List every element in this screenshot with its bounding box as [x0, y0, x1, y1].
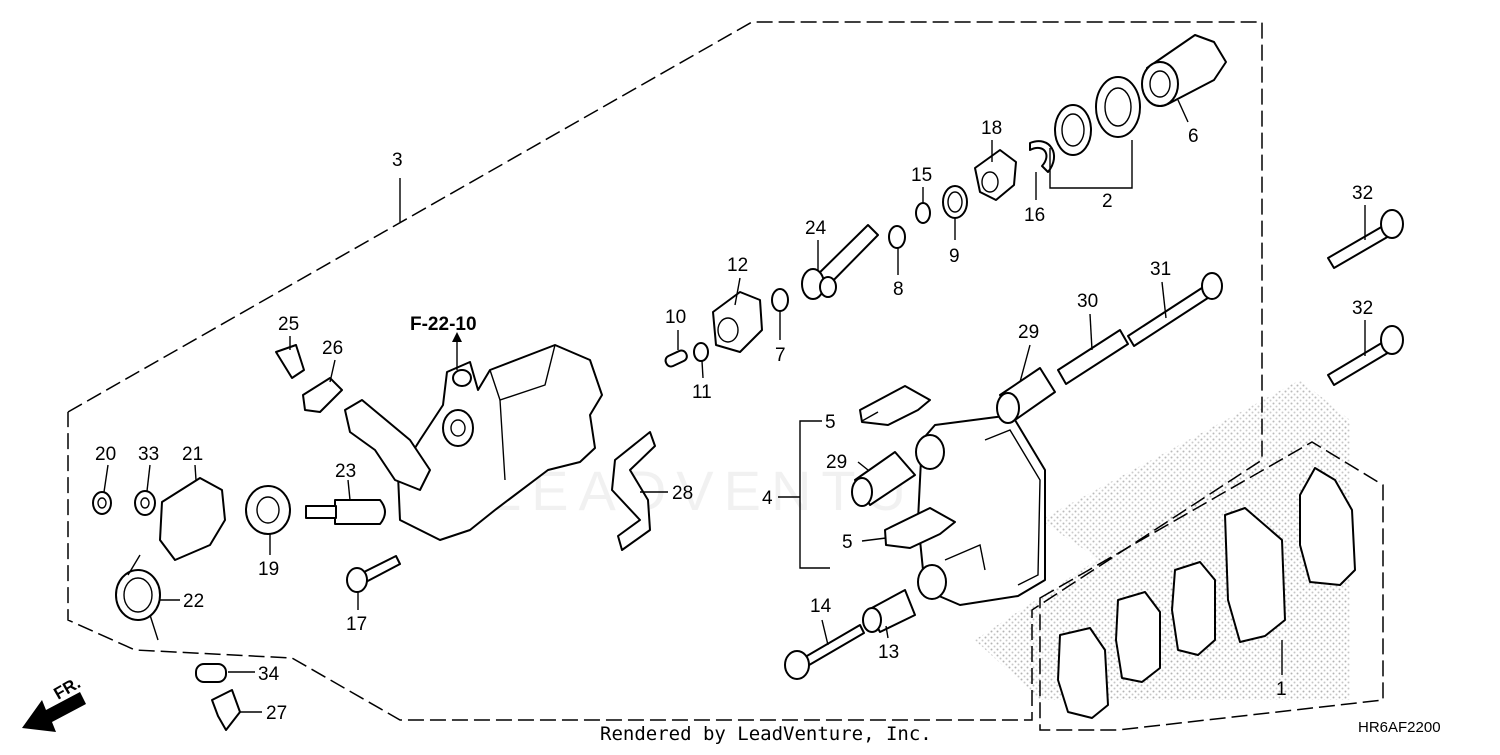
part-adjuster-bolt	[801, 224, 879, 300]
callout-20: 20	[95, 444, 116, 465]
part-cap-34	[195, 663, 227, 683]
reference-arrowhead	[452, 332, 462, 342]
front-direction-arrow	[22, 692, 86, 732]
part-piston	[1141, 34, 1227, 107]
part-caliper-bracket	[915, 414, 1046, 606]
part-spring-cup	[974, 149, 1017, 201]
callout-3: 3	[392, 150, 403, 171]
callout-2: 2	[1102, 191, 1113, 212]
callout-31: 31	[1150, 259, 1171, 280]
callout-24: 24	[805, 218, 827, 239]
callout-10: 10	[665, 307, 686, 328]
part-bolt-32a	[1327, 209, 1404, 269]
callout-34: 34	[258, 664, 280, 685]
part-washer-11	[693, 342, 709, 362]
callout-29-upper: 29	[1018, 322, 1039, 343]
part-cap-27	[211, 689, 241, 731]
part-pad-spring-28	[611, 431, 656, 551]
part-cam-body	[712, 291, 763, 353]
callout-28: 28	[672, 483, 693, 504]
callout-25: 25	[278, 314, 299, 335]
part-slide-pin-30	[1057, 329, 1129, 385]
callout-14: 14	[810, 596, 832, 617]
part-bolt-32b	[1327, 325, 1404, 386]
part-retainer-5a	[859, 385, 931, 426]
diagram-code: HR6AF2200	[1358, 719, 1441, 736]
part-cable-bracket	[302, 377, 343, 413]
callout-8: 8	[893, 279, 904, 300]
reference-f-22-10: F-22-10	[410, 314, 477, 335]
callout-21: 21	[182, 444, 203, 465]
part-collar-20	[92, 491, 112, 515]
shading-bracket	[1040, 380, 1350, 560]
callout-12: 12	[727, 255, 748, 276]
callout-15: 15	[911, 165, 932, 186]
callout-30: 30	[1077, 291, 1098, 312]
callout-19: 19	[258, 559, 279, 580]
part-washer-15	[915, 202, 931, 224]
callout-11: 11	[692, 382, 712, 403]
part-spring	[942, 185, 968, 219]
part-circlip	[1029, 140, 1055, 173]
part-cover-21	[159, 477, 226, 561]
footer-credit: Rendered by LeadVenture, Inc.	[600, 723, 932, 745]
callout-16: 16	[1024, 205, 1045, 226]
leader-lines	[103, 99, 1366, 713]
callout-33: 33	[138, 444, 159, 465]
part-seals	[1054, 76, 1141, 156]
pad-set-outline-1	[1039, 441, 1384, 731]
callout-13: 13	[878, 642, 899, 663]
callout-26: 26	[322, 338, 343, 359]
part-caliper-body	[397, 344, 603, 541]
part-return-spring	[115, 554, 161, 641]
part-washer-7	[771, 288, 789, 312]
callout-5-upper: 5	[825, 412, 836, 433]
callout-6: 6	[1188, 126, 1199, 147]
callout-5-lower: 5	[842, 532, 853, 553]
part-lever-arm	[344, 399, 431, 491]
callout-1: 1	[1276, 679, 1287, 700]
assembly-outline-3	[67, 21, 1263, 721]
callout-23: 23	[335, 461, 356, 482]
callout-7: 7	[775, 345, 786, 366]
callout-22: 22	[183, 591, 204, 612]
part-boot-13	[862, 589, 916, 633]
part-boot-29a	[851, 451, 916, 507]
part-shaft-23	[305, 499, 386, 525]
part-ring-8	[888, 225, 906, 249]
part-retainer-5b	[884, 507, 956, 549]
callout-17: 17	[346, 614, 367, 635]
callout-4: 4	[762, 488, 773, 509]
callout-9: 9	[949, 246, 960, 267]
callout-27: 27	[266, 703, 287, 724]
callout-18: 18	[981, 118, 1002, 139]
callout-32-upper: 32	[1352, 183, 1373, 204]
callout-labels: 3 6 2 18 16 15 9 8 24 12 7 10 11 F-22-10…	[95, 118, 1373, 724]
part-bolt-14	[784, 624, 865, 680]
part-pin-10	[664, 349, 688, 368]
callout-29-lower: 29	[826, 452, 847, 473]
part-brake-pads	[1057, 467, 1356, 719]
callout-32-lower: 32	[1352, 298, 1373, 319]
part-seal-19	[245, 485, 291, 535]
part-washer-33	[134, 490, 156, 516]
part-bolt-17	[346, 555, 401, 593]
part-boot-29b	[996, 367, 1056, 424]
part-bolt-31	[1127, 272, 1223, 347]
